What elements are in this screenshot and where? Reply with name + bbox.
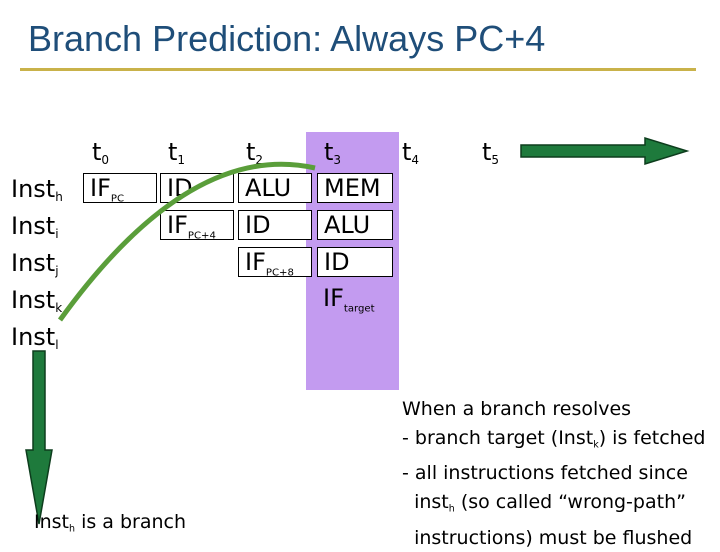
diagram-arrows [25,136,690,525]
misprediction-flush-curve [57,161,316,322]
pipeline-cell-j-t3: ID [317,247,393,277]
time-label-t0: t0 [92,138,110,168]
instruction-axis-arrow [25,350,53,525]
slide-title: Branch Prediction: Always PC+4 [28,18,546,59]
flush-explanation-line-3: - all instructions fetched since [402,462,688,485]
time-label-t5: t5 [482,138,500,168]
pipeline-cell-i-t2: ID [238,210,312,240]
pipeline-cell-h-t2: ALU [238,173,312,203]
time-label-t2: t2 [246,138,264,168]
time-label-t1: t1 [168,138,186,168]
time-label-t4: t4 [402,138,420,168]
instruction-label-i: Insti [11,212,59,242]
flush-explanation: When a branch resolves - branch target (… [402,395,705,552]
flush-explanation-line-1: When a branch resolves [402,398,632,420]
instruction-label-h: Insth [11,175,63,205]
instruction-label-l: Instl [11,323,59,353]
title-underline [20,68,696,71]
flush-explanation-line-2: - branch target (Instk) is fetched [402,426,706,450]
pipeline-cell-h-t0: IFPC [83,173,157,205]
time-axis-arrow [520,136,690,166]
pipeline-cell-i-t3: ALU [317,210,393,240]
branch-note: Insth is a branch [34,511,187,535]
flush-explanation-line-5: instructions) must be flushed [402,526,693,549]
pipeline-cell-j-t2: IFPC+8 [238,247,312,279]
time-label-t3: t3 [324,138,342,168]
instruction-label-k: Instk [11,286,63,316]
instruction-label-j: Instj [11,249,59,279]
pipeline-cell-k-t3: IFtarget [323,284,375,315]
pipeline-cell-h-t3: MEM [317,173,393,203]
flush-explanation-line-4: insth (so called “wrong-path” [402,490,686,515]
pipeline-cell-i-t1: IFPC+4 [160,210,234,242]
